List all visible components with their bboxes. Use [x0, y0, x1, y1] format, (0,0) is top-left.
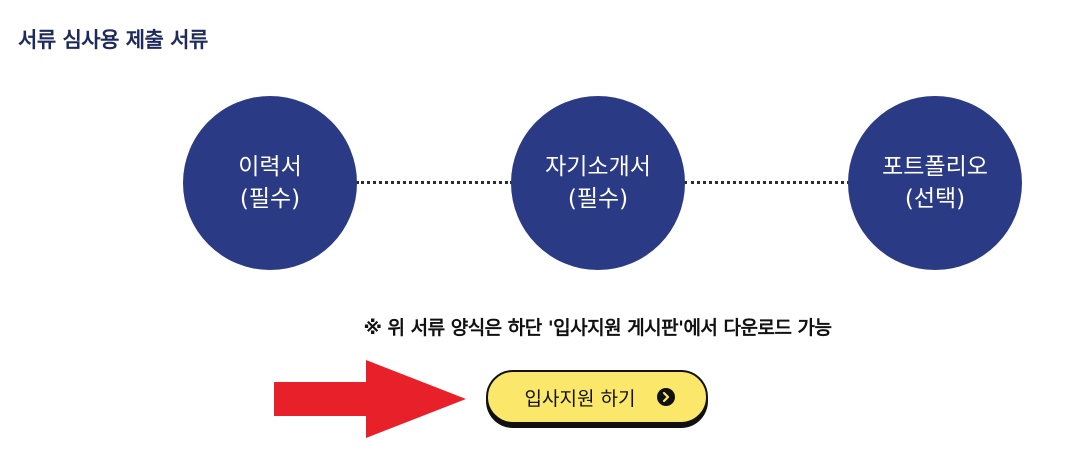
step-tag: (필수) [239, 186, 301, 212]
step-name: 포트폴리오 [882, 154, 988, 180]
step-resume: 이력서 (필수) [183, 96, 357, 270]
step-name: 이력서 [238, 154, 302, 180]
apply-button-label: 입사지원 하기 [524, 387, 636, 410]
step-connector-2 [684, 181, 850, 184]
arrow-right-icon [274, 360, 466, 438]
step-portfolio: 포트폴리오 (선택) [848, 96, 1022, 270]
section-title: 서류 심사용 제출 서류 [18, 28, 208, 52]
step-tag: (필수) [567, 186, 629, 212]
apply-button[interactable]: 입사지원 하기 [486, 370, 708, 424]
step-cover-letter: 자기소개서 (필수) [511, 96, 685, 270]
step-name: 자기소개서 [545, 154, 651, 180]
step-tag: (선택) [904, 186, 966, 212]
download-notice: ※ 위 서류 양식은 하단 '입사지원 게시판'에서 다운로드 가능 [363, 317, 832, 339]
step-connector-1 [356, 181, 513, 184]
chevron-right-circle-icon [657, 388, 676, 406]
